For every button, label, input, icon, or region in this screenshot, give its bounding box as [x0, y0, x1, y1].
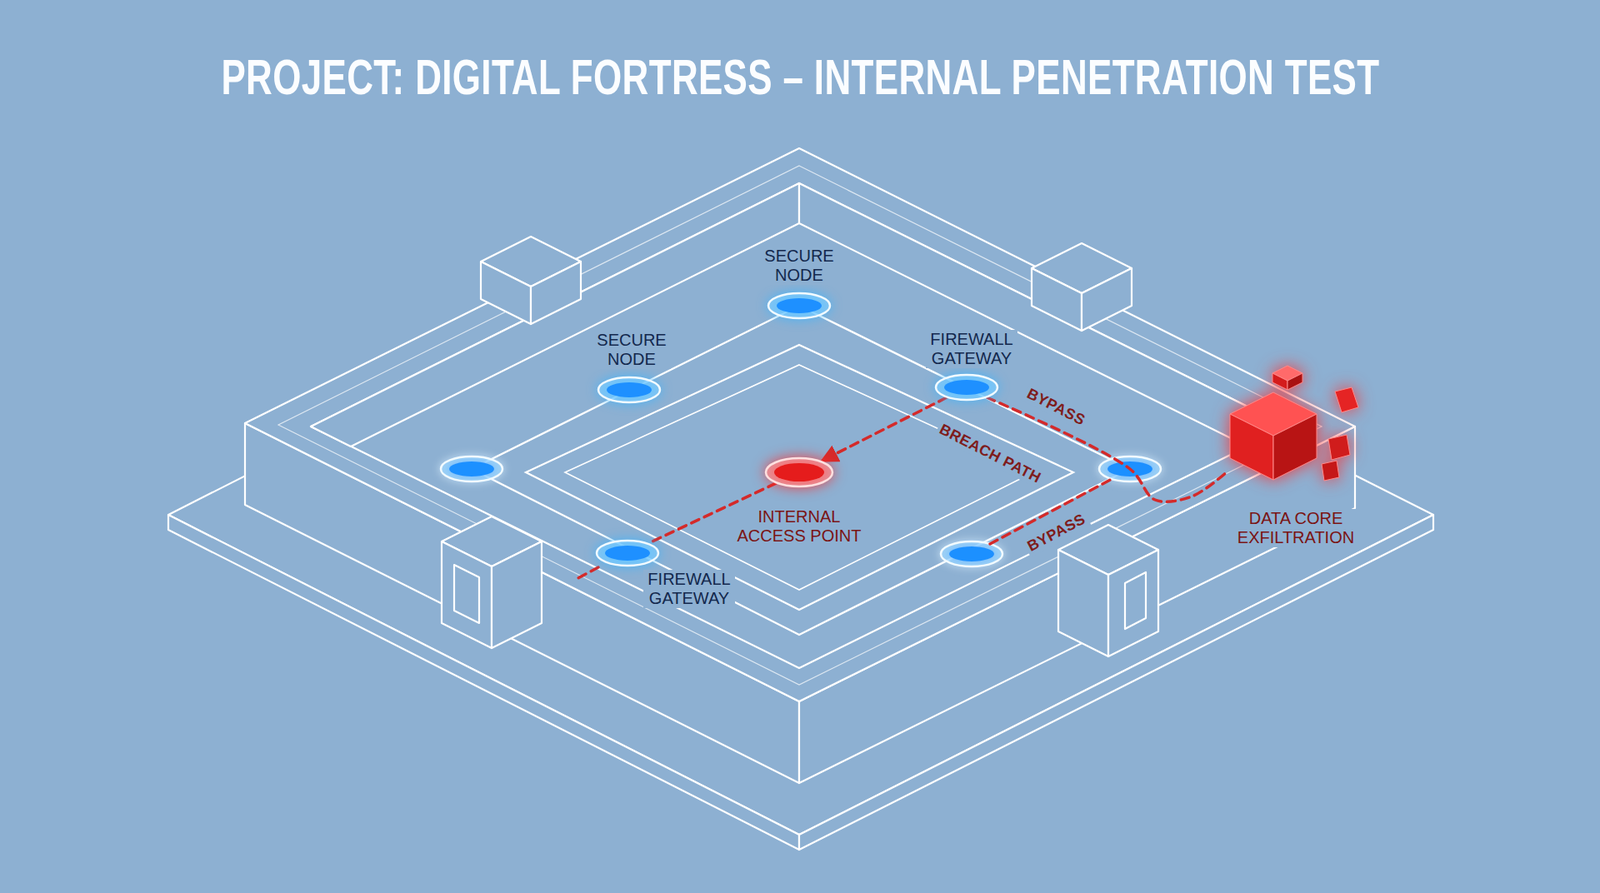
label-holder: DATA CORE EXFILTRATION: [1233, 509, 1360, 548]
node-ring-path: [471, 305, 1130, 635]
courtyard: [310, 183, 1288, 669]
attack-path: [821, 397, 947, 461]
label-holder: FIREWALL GATEWAY: [925, 330, 1018, 369]
tower-face: [1081, 268, 1132, 331]
wall-walkway: [278, 165, 1322, 685]
node-label: SECURE NODE: [760, 246, 839, 285]
attack-path: [986, 397, 1225, 502]
secure-node: SECURE NODE: [595, 375, 663, 405]
gate-face: [1108, 550, 1159, 657]
node-marker: [933, 372, 1000, 403]
node-label: SECURE NODE: [592, 330, 671, 370]
gate-face: [441, 541, 492, 649]
cube-face: [1230, 414, 1274, 480]
label-holder: SECURE NODE: [592, 330, 671, 370]
firewall-gateway: FIREWALL GATEWAY: [933, 372, 1000, 403]
node-marker: [594, 538, 661, 569]
node-marker: [763, 455, 835, 490]
tower-face: [1031, 268, 1082, 331]
cube-face: [1335, 387, 1359, 413]
courtyard-square: [525, 345, 1074, 610]
node-label: FIREWALL GATEWAY: [925, 330, 1018, 369]
tower-face: [530, 261, 581, 325]
label-holder: SECURE NODE: [760, 246, 839, 285]
gate-face: [491, 541, 542, 649]
cube-face: [1328, 435, 1350, 460]
node-label: DATA CORE EXFILTRATION: [1233, 509, 1360, 548]
gate-door: [1125, 572, 1146, 630]
plain-node: [440, 456, 503, 482]
node-marker: [595, 375, 663, 405]
tower-face: [480, 261, 531, 325]
node-marker: [765, 290, 833, 321]
wall-top: [245, 148, 1355, 702]
gate-door: [454, 565, 480, 624]
gate-face: [1058, 550, 1109, 657]
breach-path-stub: [575, 567, 599, 580]
title-holder: PROJECT: DIGITAL FORTRESS – INTERNAL PEN…: [0, 50, 1600, 105]
data-core-cube: [1225, 362, 1367, 488]
diagram-title: PROJECT: DIGITAL FORTRESS – INTERNAL PEN…: [220, 50, 1380, 105]
firewall-gateway: FIREWALL GATEWAY: [594, 538, 661, 569]
cube-face: [1273, 414, 1317, 480]
secure-node: SECURE NODE: [765, 290, 833, 321]
node-label: INTERNAL ACCESS POINT: [733, 507, 866, 546]
cube-face: [1321, 460, 1340, 481]
cube-face: [1272, 373, 1288, 390]
label-holder: INTERNAL ACCESS POINT: [733, 507, 866, 546]
inner-wall-face: [799, 183, 1288, 447]
inner-wall-face: [310, 183, 800, 447]
courtyard-inner-square: [565, 365, 1034, 590]
node-label: FIREWALL GATEWAY: [643, 570, 735, 609]
label-holder: FIREWALL GATEWAY: [643, 570, 735, 609]
data-core: DATA CORE EXFILTRATION: [1225, 362, 1367, 488]
internal-access-point: INTERNAL ACCESS POINT: [763, 455, 835, 490]
plain-node: [940, 541, 1003, 567]
cube-face: [1287, 373, 1303, 390]
